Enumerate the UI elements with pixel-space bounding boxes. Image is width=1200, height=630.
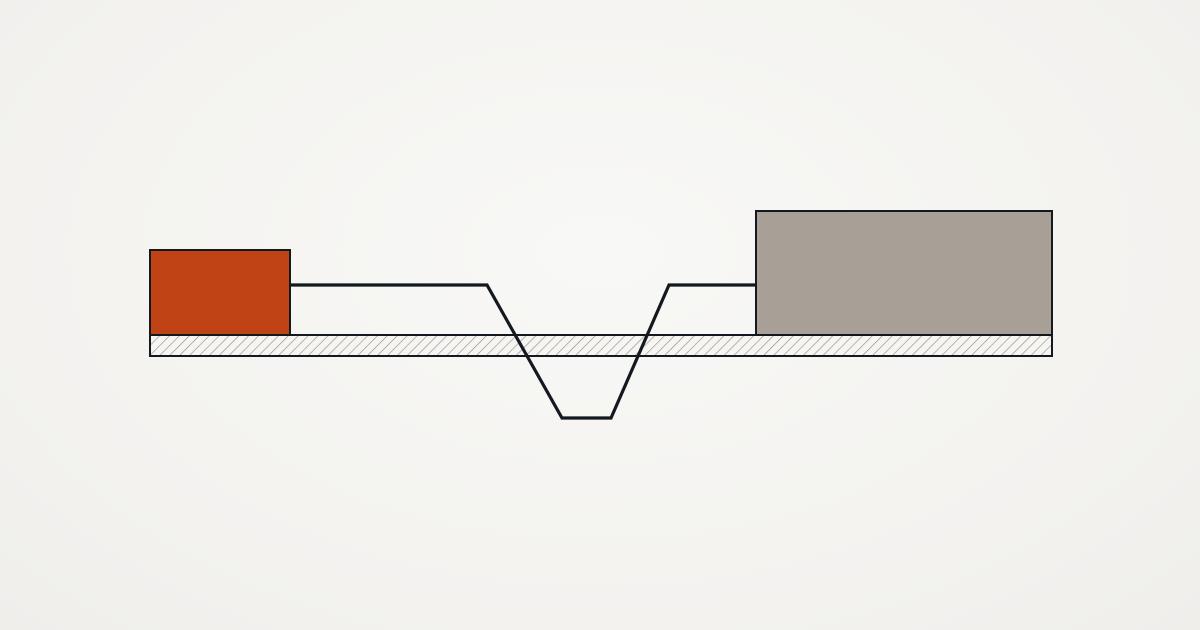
connector-line (289, 283, 756, 420)
right-block (755, 210, 1053, 336)
left-block (149, 249, 291, 336)
ground-bar (149, 334, 1053, 357)
